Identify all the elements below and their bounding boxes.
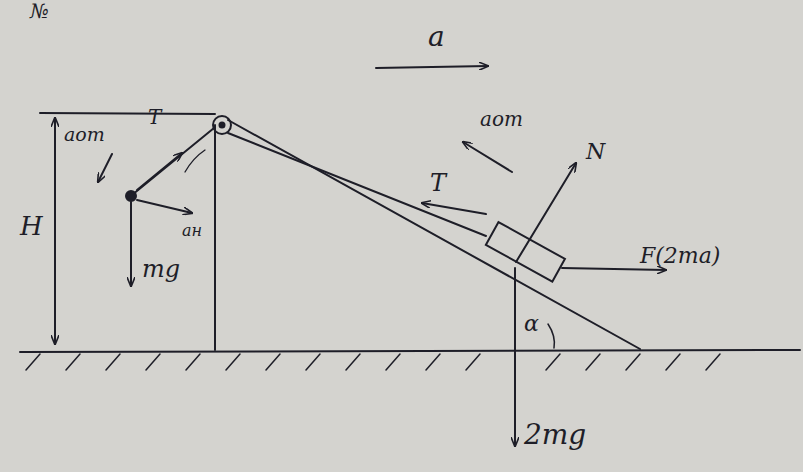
gravity-arrow: [130, 202, 132, 286]
ground-line: [20, 350, 800, 352]
acceleration-arrow: [98, 154, 112, 182]
wedge-side: [214, 125, 216, 350]
force-label: T: [430, 170, 446, 196]
tension-arrow: [422, 203, 486, 214]
angle-arc: [548, 324, 554, 348]
angle-arc: [185, 150, 205, 172]
acceleration-arrow: [137, 200, 192, 213]
force-label: mg: [142, 256, 180, 282]
acceleration-label: a: [428, 22, 445, 53]
pendulum-string: [132, 128, 214, 195]
force-label: T: [148, 106, 161, 128]
acceleration-label: aн: [182, 222, 202, 240]
incline: [228, 120, 640, 349]
acceleration-label: aот: [480, 108, 523, 130]
acceleration-arrow: [376, 66, 488, 68]
acceleration-arrow: [463, 142, 512, 172]
ceiling-line: [40, 113, 215, 114]
normal-arrow: [516, 163, 576, 262]
acceleration-label: aот: [64, 124, 105, 145]
page-number: №: [30, 0, 49, 22]
block: [486, 222, 565, 282]
force-arrow: [562, 268, 666, 270]
rope: [228, 133, 486, 236]
pulley: [213, 116, 231, 134]
pulley-axle: [220, 123, 225, 128]
angle-label: α: [524, 312, 539, 336]
dimension-line: [54, 118, 56, 340]
dimension-label: H: [20, 212, 43, 241]
ground-hatch: [26, 354, 720, 370]
pendulum-ball: [126, 191, 136, 201]
force-label: F(2ma): [640, 244, 720, 268]
gravity-arrow: [514, 268, 516, 446]
tension-arrow: [137, 153, 182, 190]
force-label: N: [586, 140, 605, 164]
force-label: 2mg: [524, 420, 586, 451]
